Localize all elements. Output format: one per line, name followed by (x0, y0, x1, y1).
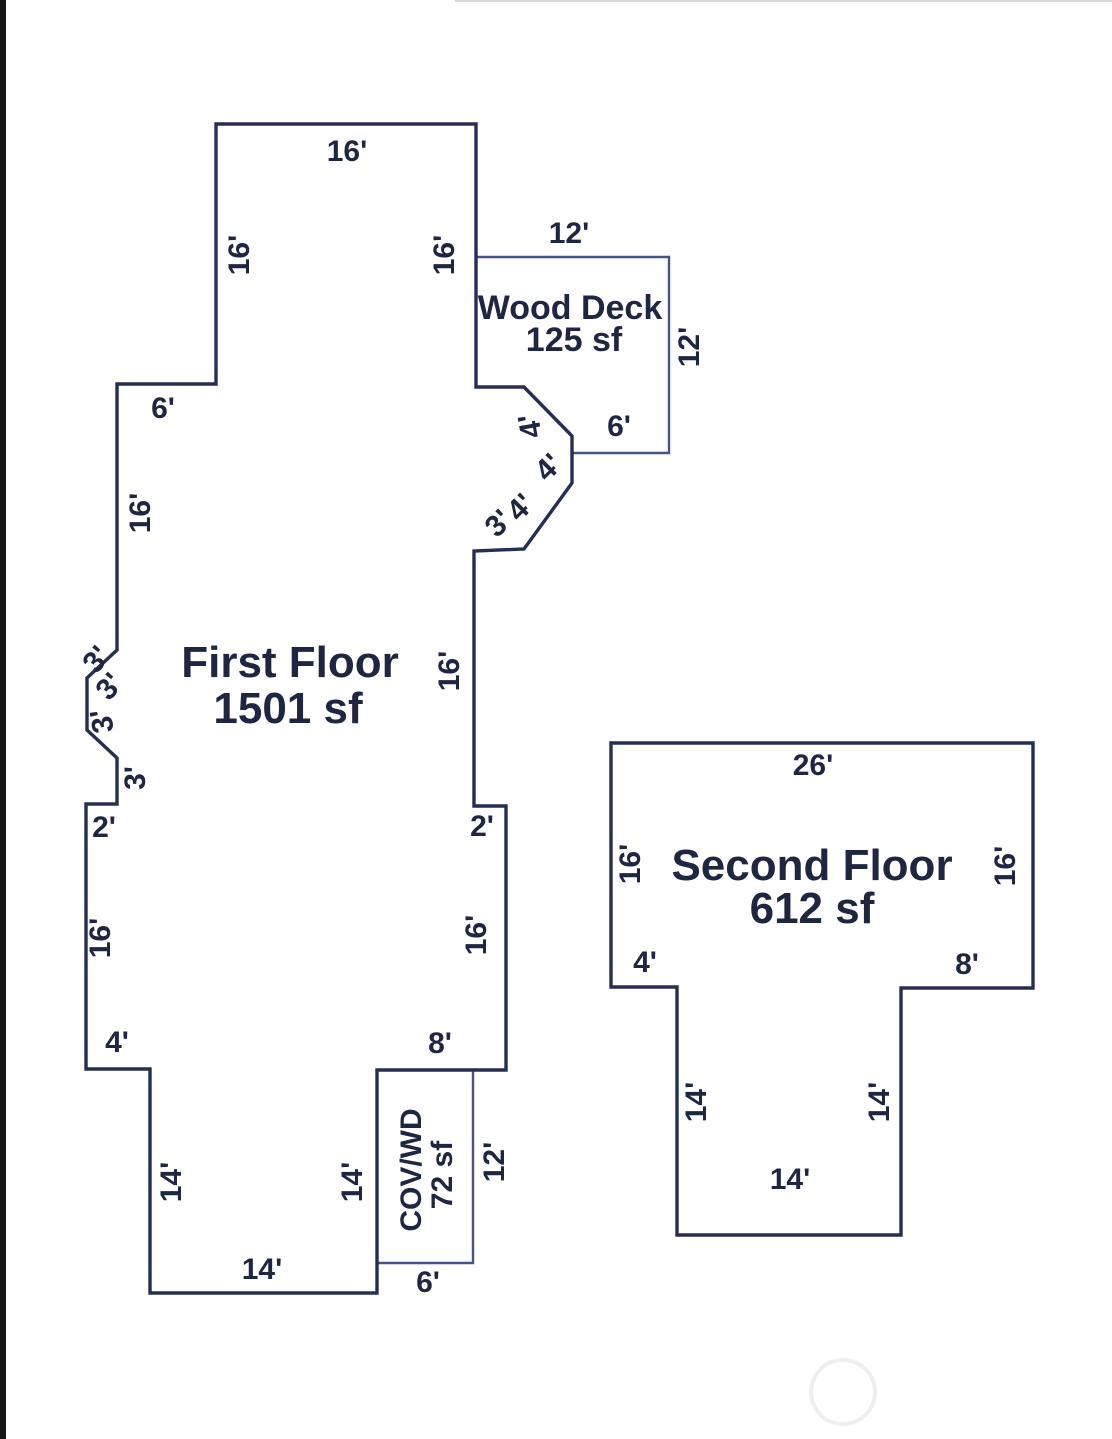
scan-edge-left-artifact (0, 0, 6, 1439)
wood-deck-area: 125 sf (525, 321, 623, 359)
dimension-label: 6' (607, 410, 631, 443)
covwd-title: COV/WD (395, 1108, 428, 1232)
dimension-label: 3' (119, 766, 152, 790)
dimension-label: 16' (989, 845, 1022, 887)
dimension-label: 12' (673, 326, 706, 368)
dimension-label: 16' (326, 135, 368, 168)
dimension-label: 16' (460, 914, 493, 956)
dimension-label: 2' (470, 810, 494, 843)
first-floor-title: First Floor (181, 638, 399, 687)
dimension-label: 16' (84, 917, 117, 959)
dimension-label: 14' (155, 1161, 188, 1203)
dimension-label: 8' (955, 948, 979, 981)
second-floor-outline (609, 741, 1035, 1237)
first-floor-outline (84, 122, 574, 1295)
dimension-label: 16' (428, 234, 461, 276)
covwd-area: 72 sf (426, 1140, 459, 1210)
wood-deck-title: Wood Deck (477, 289, 663, 327)
dimension-label: 16' (223, 234, 256, 276)
watermark-circle (809, 1358, 877, 1426)
second-floor-title: Second Floor (671, 841, 953, 890)
dimension-label: 16' (433, 650, 466, 692)
dimension-label: 12' (548, 217, 590, 250)
dimension-label: 12' (478, 1141, 511, 1183)
dimension-label: 16' (124, 492, 157, 534)
dimension-label: 8' (428, 1027, 452, 1060)
dimension-label: 2' (92, 811, 116, 844)
dimension-label: 14' (769, 1163, 811, 1196)
dimension-label: 16' (614, 843, 647, 885)
dimension-label: 14' (680, 1081, 713, 1123)
dimension-label: 14' (336, 1161, 369, 1203)
dimension-label: 6' (151, 392, 175, 425)
second-floor-area: 612 sf (749, 884, 875, 933)
dimension-label: 26' (792, 749, 834, 782)
dimension-label: 14' (241, 1253, 283, 1286)
first-floor-area: 1501 sf (213, 684, 363, 733)
dimension-label: 4' (633, 946, 657, 979)
dimension-label: 4' (105, 1026, 129, 1059)
dimension-label: 14' (863, 1081, 896, 1123)
dimension-label: 6' (416, 1266, 440, 1299)
scan-edge-top-artifact (455, 0, 1112, 2)
